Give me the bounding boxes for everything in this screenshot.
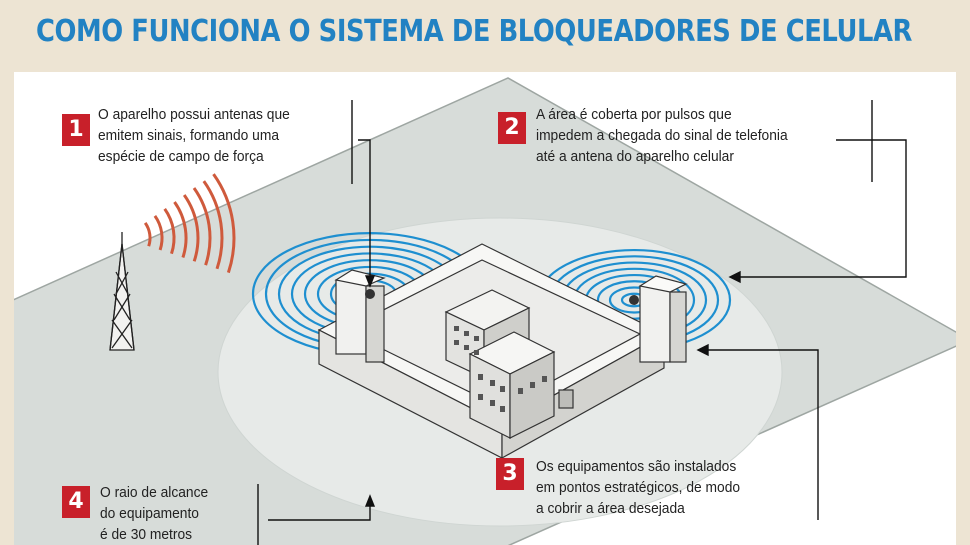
step-1-caption: O aparelho possui antenas que emitem sin…	[98, 104, 290, 167]
step-4-line-2: do equipamento	[100, 505, 199, 522]
step-3-caption: Os equipamentos são instalados em pontos…	[536, 456, 740, 519]
diagram-illustration	[14, 77, 956, 545]
tower-wave	[212, 173, 236, 274]
step-3-line-1: Os equipamentos são instalados	[536, 458, 737, 475]
tower-wave	[202, 180, 224, 270]
tower-signal-waves	[143, 173, 236, 274]
step-2-caption: A área é coberta por pulsos que impedem …	[536, 104, 788, 167]
step-1-line-1: O aparelho possui antenas que	[98, 106, 290, 123]
step-4-line-3: é de 30 metros	[100, 526, 193, 543]
step-2-line-2: impedem a chegada do sinal de telefonia	[536, 127, 788, 144]
step-4-caption: O raio de alcance do equipamento é de 30…	[100, 482, 208, 545]
step-3-line-3: a cobrir a área desejada	[536, 500, 685, 517]
cell-tower-icon	[109, 232, 135, 351]
tower-wave	[143, 222, 152, 247]
step-2-line-3: até a antena do aparelho celular	[536, 148, 734, 165]
jammer-antenna-icon	[365, 289, 639, 305]
step-4-badge: 4	[62, 486, 90, 518]
tower-wave	[182, 194, 200, 262]
step-2-line-1: A área é coberta por pulsos que	[536, 106, 732, 123]
step-1-line-3: espécie de campo de força	[98, 148, 264, 165]
step-3-badge: 3	[496, 458, 524, 490]
step-3-line-2: em pontos estratégicos, de modo	[536, 479, 741, 496]
tower-wave	[192, 187, 212, 266]
tower-wave	[153, 215, 164, 251]
tower-wave	[163, 208, 176, 255]
tower-wave	[173, 201, 188, 258]
step-2-badge: 2	[498, 112, 526, 144]
leader-lines	[257, 100, 907, 545]
page-title: COMO FUNCIONA O SISTEMA DE BLOQUEADORES …	[36, 14, 913, 49]
prison-building-icon	[317, 243, 688, 460]
step-1-badge: 1	[62, 114, 90, 146]
step-4-line-1: O raio de alcance	[100, 484, 209, 501]
step-1-line-2: emitem sinais, formando uma	[98, 127, 280, 144]
diagram-panel: 1 O aparelho possui antenas que emitem s…	[14, 72, 956, 545]
